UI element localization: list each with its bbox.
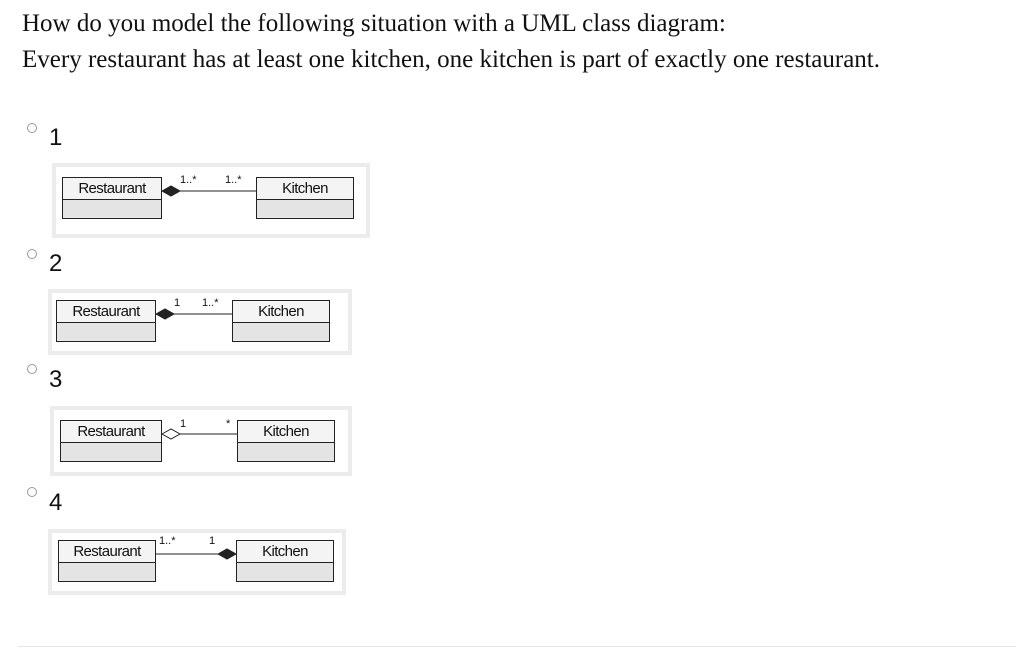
multiplicity-left: 1: [174, 297, 181, 309]
option-1-association: [160, 185, 256, 197]
option-3-restaurant-class: Restaurant: [60, 420, 162, 462]
option-3-label: 3: [49, 366, 63, 393]
multiplicity-right: *: [226, 418, 231, 430]
composition-diamond-icon: [160, 185, 182, 197]
option-1-restaurant-class: Restaurant: [62, 177, 162, 219]
multiplicity-right: 1: [209, 535, 216, 547]
multiplicity-right: 1..*: [225, 174, 242, 186]
option-4-kitchen-class: Kitchen: [236, 540, 334, 582]
option-3-kitchen-class: Kitchen: [237, 420, 335, 462]
aggregation-diamond-icon: [160, 428, 182, 440]
class-name: Restaurant: [61, 421, 161, 443]
option-1-kitchen-class: Kitchen: [256, 177, 354, 219]
composition-diamond-icon: [154, 308, 176, 320]
option-2-diagram: Restaurant Kitchen 1 1..*: [48, 289, 352, 355]
option-4-association: [156, 548, 238, 560]
class-name: Restaurant: [57, 301, 155, 323]
option-2-label: 2: [49, 250, 63, 277]
option-3-diagram: Restaurant Kitchen 1 *: [50, 406, 352, 476]
class-name: Restaurant: [59, 541, 155, 563]
class-name: Restaurant: [63, 178, 161, 200]
option-4-label: 4: [49, 489, 63, 516]
class-name: Kitchen: [238, 421, 334, 443]
bottom-divider: [18, 646, 1016, 647]
question-text: How do you model the following situation…: [22, 6, 1012, 78]
option-1-diagram: Restaurant Kitchen 1..* 1..*: [52, 163, 370, 238]
option-2-kitchen-class: Kitchen: [232, 300, 330, 342]
option-3-association: [160, 428, 237, 440]
multiplicity-left: 1: [180, 418, 187, 430]
option-1-label: 1: [49, 124, 63, 151]
option-4-restaurant-class: Restaurant: [58, 540, 156, 582]
option-4-diagram: Restaurant Kitchen 1..* 1: [48, 529, 346, 595]
option-3-radio[interactable]: [27, 364, 37, 374]
question-line-2: Every restaurant has at least one kitche…: [22, 46, 880, 73]
option-1-radio[interactable]: [27, 123, 37, 133]
composition-diamond-icon: [216, 548, 238, 560]
multiplicity-left: 1..*: [180, 174, 197, 186]
option-4-radio[interactable]: [27, 487, 37, 497]
option-2-radio[interactable]: [27, 249, 37, 259]
option-2-restaurant-class: Restaurant: [56, 300, 156, 342]
class-name: Kitchen: [257, 178, 353, 200]
option-2-association: [154, 308, 232, 320]
multiplicity-right: 1..*: [202, 297, 219, 309]
class-name: Kitchen: [233, 301, 329, 323]
class-name: Kitchen: [237, 541, 333, 563]
question-line-1: How do you model the following situation…: [22, 10, 726, 37]
multiplicity-left: 1..*: [159, 535, 176, 547]
